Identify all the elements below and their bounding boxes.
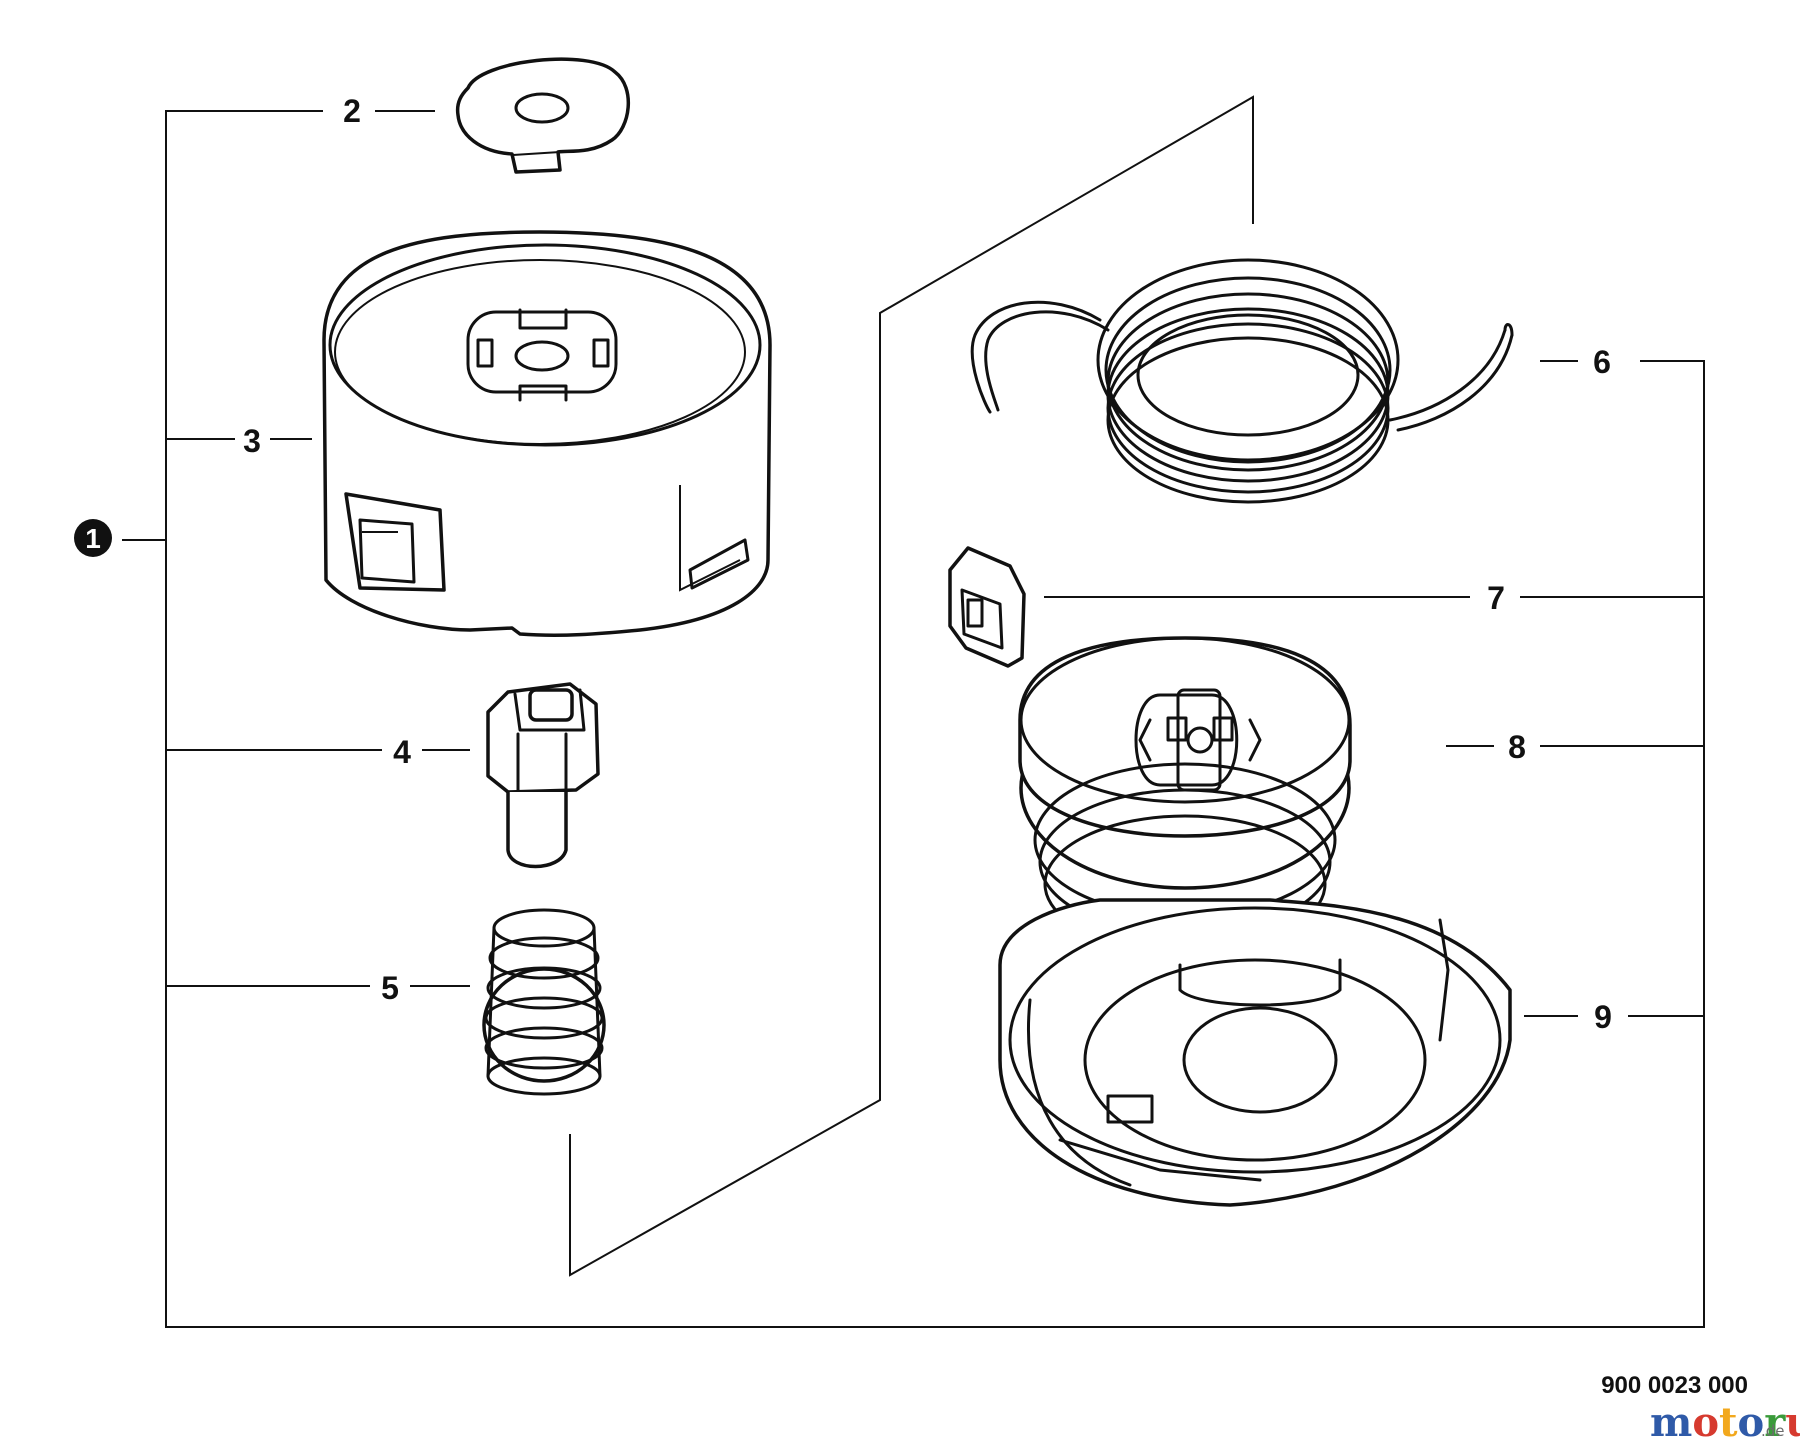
part-5-spring-drawing (482, 908, 606, 1096)
callout-8: 8 (1508, 729, 1526, 765)
callout-4: 4 (393, 734, 411, 770)
drawing-number: 900 0023 000 (1601, 1372, 1748, 1399)
part-4-bolt-drawing (486, 682, 600, 869)
watermark-letter: o (1738, 1399, 1765, 1444)
callout-labels: 1 2 3 4 5 6 7 8 9 (74, 93, 1612, 1035)
watermark-letter: t (1719, 1399, 1738, 1444)
part-6-trimmer-line-drawing (970, 258, 1514, 504)
callout-6: 6 (1593, 344, 1611, 380)
part-3-housing-drawing (322, 230, 772, 637)
watermark-logo: motoruf .de (1650, 1399, 1800, 1444)
watermark-suffix: .de (1761, 1422, 1785, 1440)
watermark-letter: m (1650, 1399, 1692, 1444)
watermark-letter: o (1692, 1399, 1719, 1444)
watermark-letter: r (1764, 1399, 1786, 1444)
part-9-base-drawing (998, 898, 1512, 1207)
assembly-badge-number: 1 (85, 523, 101, 554)
watermark-text: motoruf (1650, 1399, 1800, 1444)
watermark-letter: u (1785, 1399, 1800, 1444)
callout-7: 7 (1487, 580, 1505, 616)
callout-5: 5 (381, 970, 399, 1006)
part-8-spool-drawing (1018, 636, 1352, 954)
callout-9: 9 (1594, 999, 1612, 1035)
callout-2: 2 (343, 93, 361, 129)
callout-3: 3 (243, 423, 261, 459)
part-7-eyelet-drawing (948, 546, 1026, 668)
part-2-cap-drawing (455, 57, 630, 174)
assembly-badge (74, 519, 112, 557)
leader-lines (122, 95, 1705, 1328)
